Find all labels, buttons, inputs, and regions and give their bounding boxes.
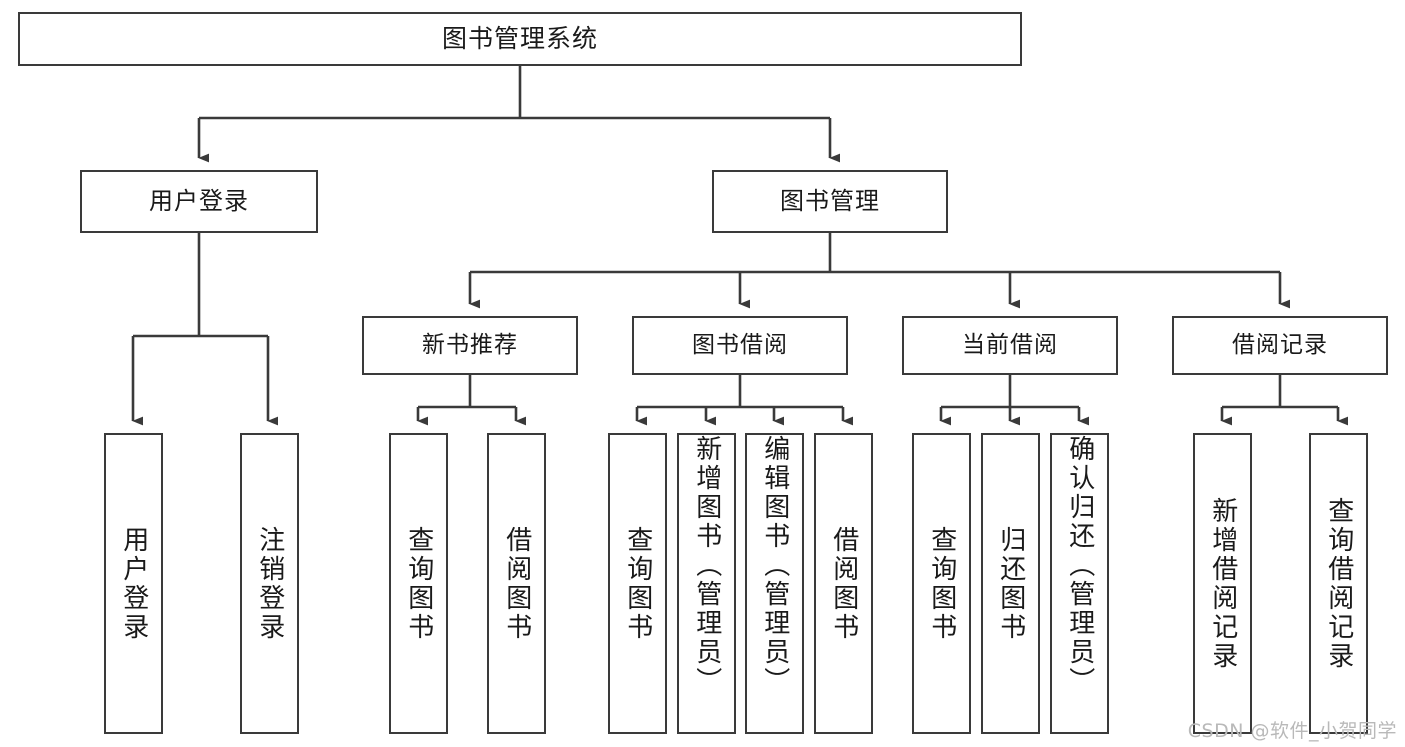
node-root-book-management-system[interactable]: 图书管理系统 bbox=[18, 12, 1022, 66]
node-label-root: 图书管理系统 bbox=[441, 24, 598, 54]
leaf-label-user-login-login: 用户登录 bbox=[118, 525, 149, 642]
node-label-borrowing-record: 借阅记录 bbox=[1232, 331, 1328, 358]
leaf-label-current-borrow-return-book: 归还图书 bbox=[995, 525, 1026, 642]
leaf-user-login-login[interactable]: 用户登录 bbox=[104, 433, 163, 734]
leaf-book-borrow-borrow-book[interactable]: 借阅图书 bbox=[814, 433, 873, 734]
leaf-label-book-borrow-add-book-admin: 新增图书（管理员） bbox=[691, 435, 722, 696]
leaf-label-borrow-record-add-record: 新增借阅记录 bbox=[1207, 496, 1238, 671]
leaf-label-book-borrow-borrow-book: 借阅图书 bbox=[828, 525, 859, 642]
leaf-book-borrow-edit-book-admin[interactable]: 编辑图书（管理员） bbox=[745, 433, 804, 734]
node-label-book-borrowing: 图书借阅 bbox=[692, 331, 788, 358]
node-label-new-book-recommendation: 新书推荐 bbox=[422, 331, 518, 358]
leaf-label-book-borrow-query-book: 查询图书 bbox=[622, 525, 653, 642]
node-book-borrowing[interactable]: 图书借阅 bbox=[632, 316, 848, 375]
node-new-book-recommendation[interactable]: 新书推荐 bbox=[362, 316, 578, 375]
leaf-new-book-borrow-book[interactable]: 借阅图书 bbox=[487, 433, 546, 734]
leaf-label-new-book-query-book: 查询图书 bbox=[403, 525, 434, 642]
node-borrowing-record[interactable]: 借阅记录 bbox=[1172, 316, 1388, 375]
leaf-book-borrow-add-book-admin[interactable]: 新增图书（管理员） bbox=[677, 433, 736, 734]
node-label-user-login: 用户登录 bbox=[149, 187, 249, 216]
leaf-label-user-login-logout: 注销登录 bbox=[254, 525, 285, 642]
leaf-current-borrow-return-book[interactable]: 归还图书 bbox=[981, 433, 1040, 734]
leaf-current-borrow-confirm-return-admin[interactable]: 确认归还（管理员） bbox=[1050, 433, 1109, 734]
node-label-book-management: 图书管理 bbox=[780, 187, 880, 216]
leaf-label-borrow-record-query-record: 查询借阅记录 bbox=[1323, 496, 1354, 671]
node-book-management[interactable]: 图书管理 bbox=[712, 170, 948, 233]
leaf-label-new-book-borrow-book: 借阅图书 bbox=[501, 525, 532, 642]
leaf-user-login-logout[interactable]: 注销登录 bbox=[240, 433, 299, 734]
leaf-book-borrow-query-book[interactable]: 查询图书 bbox=[608, 433, 667, 734]
csdn-watermark: CSDN @软件_小贺同学 bbox=[1187, 720, 1397, 742]
leaf-label-current-borrow-confirm-return-admin: 确认归还（管理员） bbox=[1064, 435, 1095, 696]
leaf-current-borrow-query-book[interactable]: 查询图书 bbox=[912, 433, 971, 734]
leaf-new-book-query-book[interactable]: 查询图书 bbox=[389, 433, 448, 734]
node-user-login[interactable]: 用户登录 bbox=[80, 170, 318, 233]
node-label-current-borrowing: 当前借阅 bbox=[962, 331, 1058, 358]
node-current-borrowing[interactable]: 当前借阅 bbox=[902, 316, 1118, 375]
leaf-borrow-record-add-record[interactable]: 新增借阅记录 bbox=[1193, 433, 1252, 734]
leaf-label-current-borrow-query-book: 查询图书 bbox=[926, 525, 957, 642]
leaf-label-book-borrow-edit-book-admin: 编辑图书（管理员） bbox=[759, 435, 790, 696]
leaf-borrow-record-query-record[interactable]: 查询借阅记录 bbox=[1309, 433, 1368, 734]
